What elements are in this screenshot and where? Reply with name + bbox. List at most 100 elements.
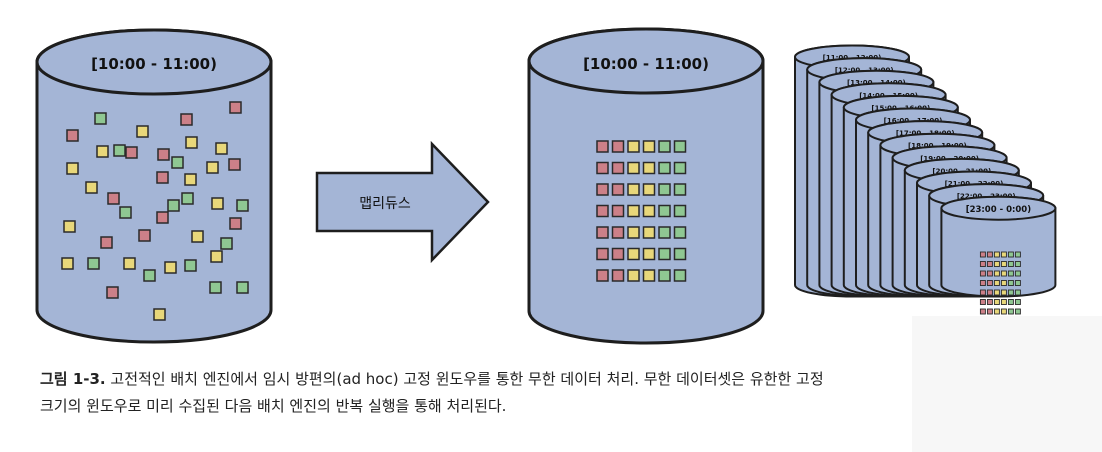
event-square-green	[209, 281, 222, 294]
event-square-yellow	[627, 247, 640, 261]
event-square-red	[611, 140, 625, 153]
left-cylinder-top	[35, 28, 273, 96]
event-square-green	[658, 204, 671, 218]
mini-event-square-yellow	[1000, 261, 1007, 267]
event-square-green	[184, 259, 197, 272]
mini-event-square-red	[986, 251, 993, 258]
mini-event-square-yellow	[1000, 270, 1007, 277]
event-square-green	[658, 161, 671, 175]
mini-event-square-green	[1007, 280, 1014, 286]
mini-event-square-yellow	[993, 261, 1000, 267]
caption-label: 그림 1-3.	[40, 370, 106, 388]
event-square-yellow	[185, 136, 198, 149]
event-square-red	[596, 226, 609, 239]
event-square-green	[658, 140, 671, 153]
event-square-yellow	[153, 308, 166, 321]
mini-event-square-red	[979, 289, 986, 296]
event-square-red	[138, 229, 151, 242]
event-square-red	[66, 129, 79, 142]
event-square-yellow	[164, 261, 177, 274]
event-square-red	[596, 204, 609, 218]
event-square-yellow	[136, 125, 149, 138]
event-square-green	[658, 183, 671, 196]
event-square-green	[673, 247, 687, 261]
mini-event-square-red	[986, 270, 993, 277]
event-square-yellow	[642, 161, 656, 175]
mini-event-square-yellow	[1000, 251, 1007, 258]
event-square-red	[596, 247, 609, 261]
mini-event-square-red	[979, 251, 986, 258]
event-square-green	[658, 226, 671, 239]
event-square-red	[157, 148, 170, 161]
event-square-green	[673, 204, 687, 218]
event-square-yellow	[61, 257, 74, 270]
mini-event-square-yellow	[1000, 299, 1007, 305]
window-cylinder-stack: [11:00 - 12:00)[12:00 - 13:00)[13:00 - 1…	[794, 44, 1057, 315]
event-square-red	[611, 269, 625, 282]
event-square-red	[611, 161, 625, 175]
event-square-yellow	[627, 183, 640, 196]
mini-event-square-yellow	[993, 270, 1000, 277]
event-square-yellow	[96, 145, 109, 158]
event-square-red	[125, 146, 138, 159]
event-square-red	[611, 226, 625, 239]
left-cylinder: [10:00 - 11:00)	[35, 28, 273, 344]
event-square-yellow	[627, 161, 640, 175]
event-square-green	[236, 281, 249, 294]
event-square-green	[119, 206, 132, 219]
event-square-red	[611, 247, 625, 261]
event-square-yellow	[642, 269, 656, 282]
mini-event-square-green	[1007, 299, 1014, 305]
event-square-red	[156, 171, 169, 184]
event-square-yellow	[123, 257, 136, 270]
event-square-green	[236, 199, 249, 212]
arrow-shape	[315, 140, 490, 264]
mini-event-square-green	[1007, 261, 1014, 267]
caption-text-1: 고전적인 배치 엔진에서 임시 방편의(ad hoc) 고정 윈도우를 통한 무…	[105, 370, 824, 388]
mini-event-square-green	[1014, 280, 1021, 286]
mini-event-square-yellow	[1000, 289, 1007, 296]
mini-event-square-green	[1007, 289, 1014, 296]
event-square-green	[143, 269, 156, 282]
event-square-yellow	[211, 197, 224, 210]
mini-event-square-yellow	[993, 299, 1000, 305]
event-square-green	[673, 140, 687, 153]
mini-event-square-green	[1014, 289, 1021, 296]
event-square-yellow	[627, 140, 640, 153]
event-square-yellow	[206, 161, 219, 174]
event-square-red	[611, 204, 625, 218]
event-square-red	[611, 183, 625, 196]
mini-event-square-red	[986, 299, 993, 305]
event-square-red	[229, 101, 242, 114]
event-square-red	[596, 140, 609, 153]
event-square-red	[596, 161, 609, 175]
caption-text-2: 크기의 윈도우로 미리 수집된 다음 배치 엔진의 반복 실행을 통해 처리된다…	[40, 397, 507, 415]
event-square-yellow	[642, 247, 656, 261]
event-square-yellow	[191, 230, 204, 243]
mini-event-square-yellow	[993, 280, 1000, 286]
event-square-yellow	[642, 226, 656, 239]
left-cylinder-label: [10:00 - 11:00)	[91, 55, 217, 73]
mini-event-square-red	[979, 299, 986, 305]
event-square-green	[113, 144, 126, 157]
event-square-yellow	[642, 204, 656, 218]
right-cylinder-top	[527, 27, 765, 95]
mini-event-square-red	[986, 308, 993, 315]
mini-event-square-green	[1014, 299, 1021, 305]
event-square-green	[87, 257, 100, 270]
event-square-yellow	[215, 142, 228, 155]
mini-event-square-green	[1007, 251, 1014, 258]
event-square-red	[229, 217, 242, 230]
window-label: [23:00 - 0:00)	[966, 205, 1032, 215]
mini-event-square-red	[986, 261, 993, 267]
event-square-yellow	[63, 220, 76, 233]
event-square-red	[228, 158, 241, 171]
figure-caption: 그림 1-3. 고전적인 배치 엔진에서 임시 방편의(ad hoc) 고정 윈…	[40, 366, 1080, 420]
event-square-green	[167, 199, 180, 212]
event-square-red	[596, 269, 609, 282]
right-cylinder-label: [10:00 - 11:00)	[583, 55, 709, 73]
event-square-yellow	[642, 140, 656, 153]
mini-event-square-yellow	[1000, 308, 1007, 315]
event-square-red	[596, 183, 609, 196]
event-square-green	[220, 237, 233, 250]
